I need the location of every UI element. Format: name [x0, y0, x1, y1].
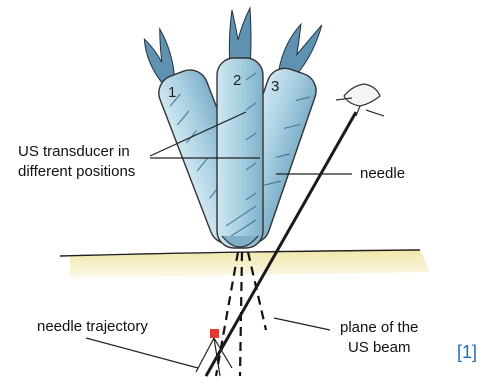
- needle-label: needle: [360, 164, 405, 184]
- transducer-2: [217, 8, 263, 248]
- beam-label-line2: US beam: [340, 338, 418, 358]
- citation-link[interactable]: [1]: [457, 342, 477, 363]
- transducer-label-line2: different positions: [18, 162, 135, 182]
- tissue-layer: [60, 250, 430, 278]
- position-2-label: 2: [233, 72, 241, 89]
- transducer-label: US transducer in different positions: [18, 142, 135, 182]
- needle-trajectory-label: needle trajectory: [37, 317, 148, 337]
- target-marker: [196, 329, 232, 376]
- position-3-label: 3: [271, 78, 279, 95]
- position-1-label: 1: [168, 84, 176, 101]
- beam-label: plane of the US beam: [340, 318, 418, 358]
- beam-label-line1: plane of the: [340, 318, 418, 338]
- transducer-label-line1: US transducer in: [18, 142, 135, 162]
